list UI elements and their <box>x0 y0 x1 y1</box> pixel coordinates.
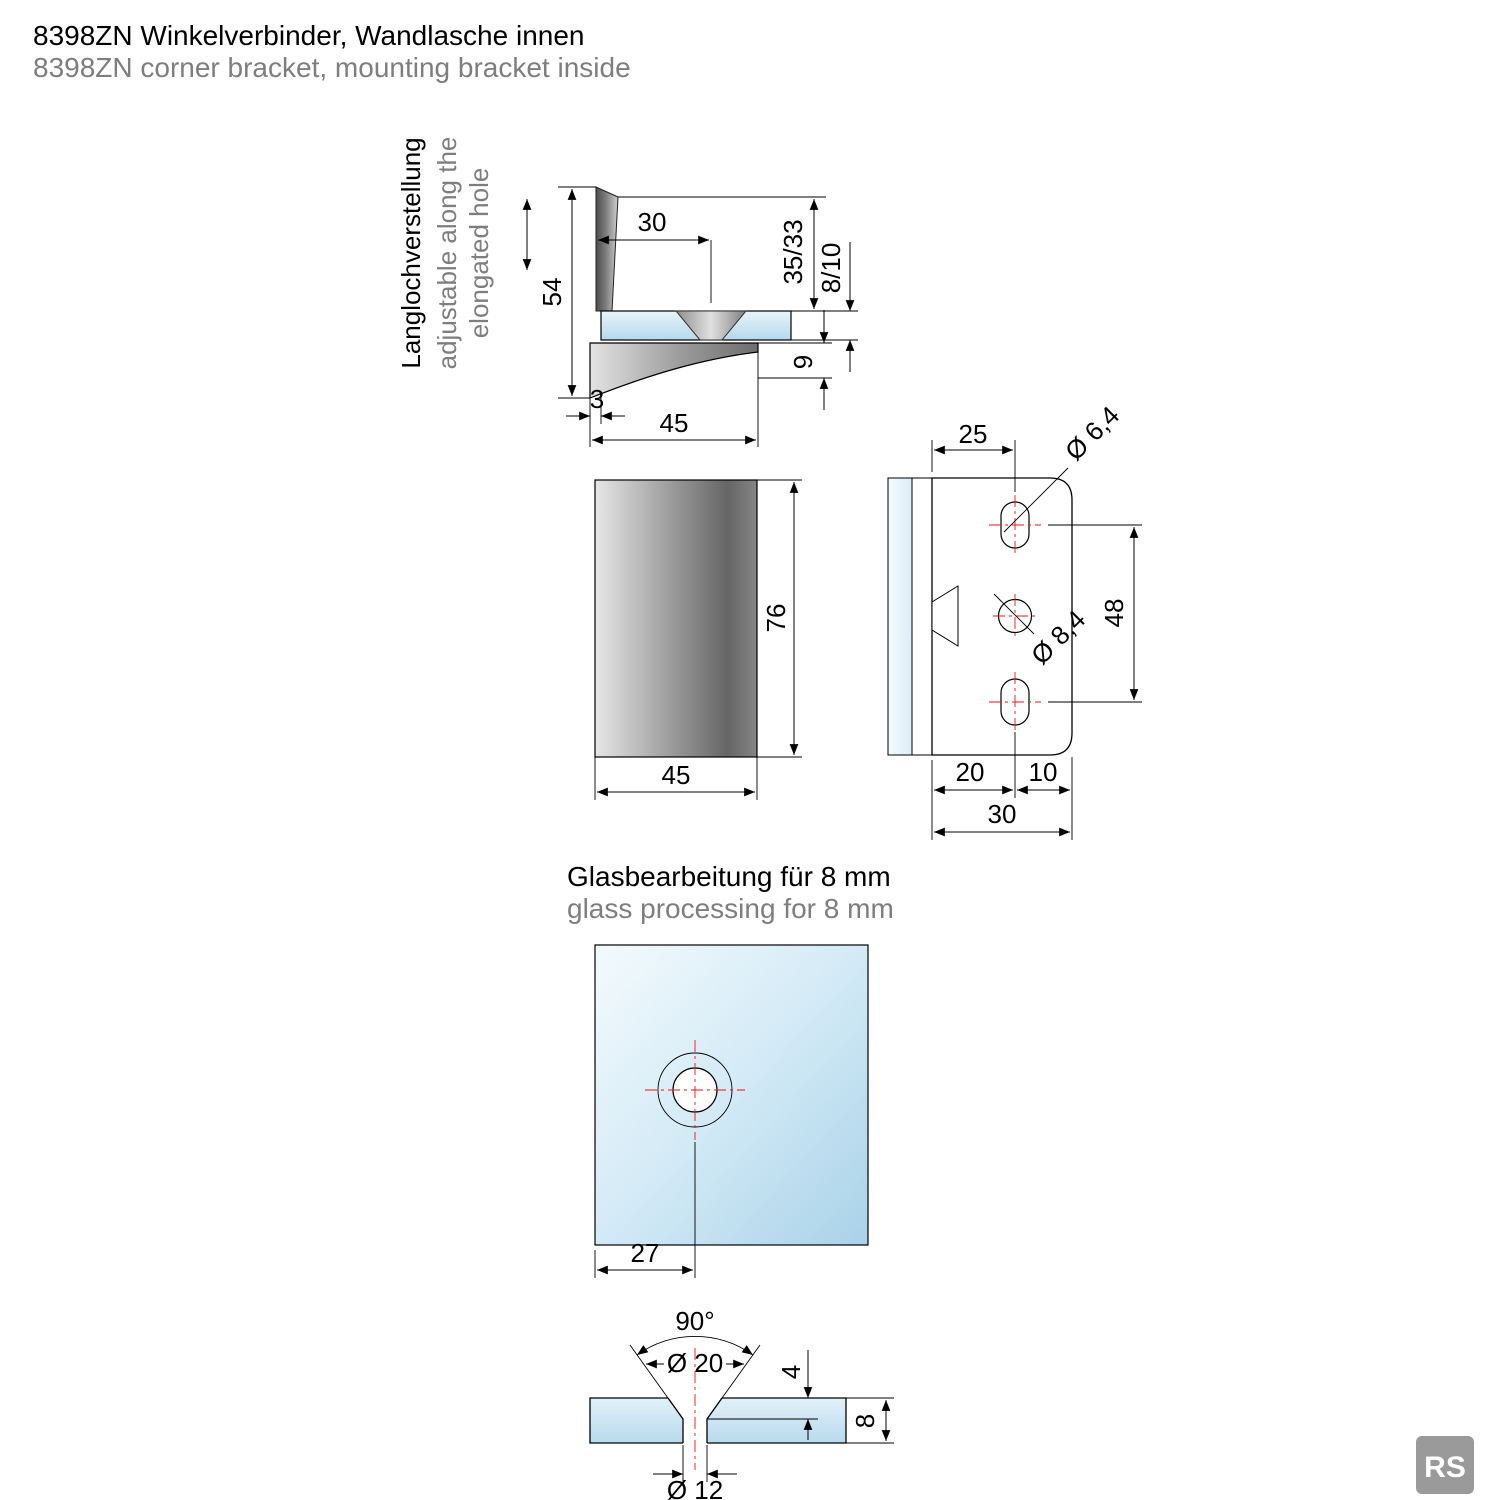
glass-edge <box>887 477 913 756</box>
dimension-45-side: 45 <box>592 352 759 447</box>
adjustability-note-en-1: adjustable along the <box>432 137 462 370</box>
dim-9-label: 9 <box>788 355 818 369</box>
dimension-9: 9 <box>758 310 832 410</box>
dimension-bottom: 20 10 30 <box>931 732 1073 840</box>
dim-30-label: 30 <box>638 207 667 237</box>
dim-3-label: 3 <box>590 384 604 414</box>
rs-logo-text: RS <box>1424 1451 1466 1484</box>
bracket-front-face <box>594 479 758 758</box>
dim-dia20-label: Ø 20 <box>667 1348 723 1378</box>
dimension-90deg: 90° <box>629 1306 761 1420</box>
centerlines <box>989 495 1041 732</box>
dim-27-label: 27 <box>631 1238 660 1268</box>
dimension-27: 27 <box>594 1142 696 1278</box>
countersunk-screw <box>674 310 748 341</box>
dimension-45-front: 45 <box>594 757 758 800</box>
page-subtitle: 8398ZN corner bracket, mounting bracket … <box>33 52 631 83</box>
back-view: Ø 6,4 Ø 8,4 25 48 20 10 30 <box>887 400 1142 840</box>
side-view: Langlochverstellung adjustable along the… <box>396 137 858 447</box>
glass-section-outline <box>589 1397 847 1444</box>
dim-45-side-label: 45 <box>660 408 689 438</box>
dim-25-label: 25 <box>959 419 988 449</box>
dimension-3: 3 <box>566 384 625 447</box>
dim-dia12-label: Ø 12 <box>667 1475 723 1500</box>
glass-panel-view: 27 <box>594 944 869 1278</box>
dimension-35-33: 35/33 <box>618 196 858 312</box>
dimension-8: 8 <box>846 1397 894 1444</box>
dimension-4: 4 <box>707 1350 818 1440</box>
dim-slot-dia-label: Ø 6,4 <box>1059 400 1125 466</box>
glass-heading-en: glass processing for 8 mm <box>567 893 894 924</box>
dim-10-label: 10 <box>1029 757 1058 787</box>
screw-boss-side <box>931 585 959 647</box>
dimension-54: 54 <box>537 186 596 399</box>
front-view: 76 45 <box>594 479 802 800</box>
dim-45-front-label: 45 <box>662 760 691 790</box>
dim-30-total-label: 30 <box>988 799 1017 829</box>
dim-35-33-label: 35/33 <box>778 219 808 284</box>
dimension-76: 76 <box>757 479 802 758</box>
dimension-30: 30 <box>598 207 712 303</box>
glass-cross-section: 90° Ø 20 4 8 Ø 12 <box>589 1306 894 1500</box>
dimension-dia20: Ø 20 <box>646 1348 744 1378</box>
glass-heading-de: Glasbearbeitung für 8 mm <box>567 861 891 892</box>
dim-8-10-label: 8/10 <box>816 243 846 294</box>
dim-48-label: 48 <box>1099 599 1129 628</box>
rs-logo-background <box>1416 1436 1474 1494</box>
dim-76-label: 76 <box>761 604 791 633</box>
glass-section-heading: Glasbearbeitung für 8 mm glass processin… <box>567 861 894 924</box>
adjustability-note-en-2: elongated hole <box>464 168 494 339</box>
header: 8398ZN Winkelverbinder, Wandlasche innen… <box>33 20 631 83</box>
glass-section-body <box>590 1398 846 1443</box>
dim-20-label: 20 <box>956 757 985 787</box>
dim-54-label: 54 <box>537 278 567 307</box>
clamp-edge <box>911 477 933 756</box>
dim-8-label: 8 <box>850 1414 880 1428</box>
page-title: 8398ZN Winkelverbinder, Wandlasche innen <box>33 20 584 51</box>
dim-4-label: 4 <box>776 1365 806 1379</box>
rs-logo: RS <box>1416 1436 1474 1494</box>
dimension-48: 48 <box>1048 524 1142 703</box>
bracket-base <box>589 342 759 399</box>
dimension-25: 25 <box>931 419 1016 492</box>
adjustability-note-de: Langlochverstellung <box>396 137 426 368</box>
dim-angle-label: 90° <box>675 1306 714 1336</box>
bracket-vertical-plate <box>595 186 619 312</box>
dimension-dia12: Ø 12 <box>653 1445 737 1500</box>
